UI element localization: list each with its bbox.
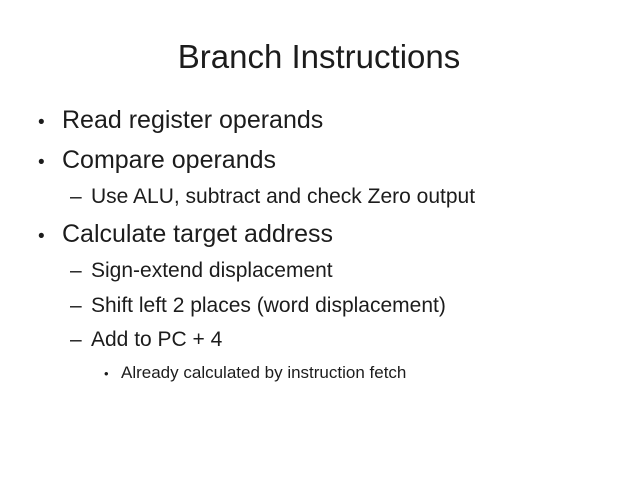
bullet-icon: • <box>38 151 45 173</box>
dash-icon: – <box>70 259 82 283</box>
sub-bullet-item: – Use ALU, subtract and check Zero outpu… <box>0 184 638 210</box>
dash-icon: – <box>70 293 82 317</box>
sub-bullet-text: Use ALU, subtract and check Zero output <box>91 184 476 208</box>
sub-bullet-text: Shift left 2 places (word displacement) <box>91 293 446 317</box>
dash-icon: – <box>70 328 82 352</box>
sub-sub-bullet-text: Already calculated by instruction fetch <box>121 362 407 382</box>
bullet-item: • Read register operands <box>0 104 638 136</box>
slide-title: Branch Instructions <box>177 38 461 75</box>
bullet-item: • Calculate target address <box>0 218 638 250</box>
sub-bullet-text: Sign-extend displacement <box>91 259 333 283</box>
bullet-item: • Compare operands <box>0 144 638 176</box>
dash-icon: – <box>70 184 82 208</box>
sub-bullet-text: Add to PC + 4 <box>91 328 223 352</box>
bullet-text: Calculate target address <box>62 220 333 249</box>
slide-body: • Read register operands • Compare opera… <box>0 104 638 383</box>
bullet-icon: • <box>38 111 45 133</box>
sub-sub-bullet-item: • Already calculated by instruction fetc… <box>0 362 638 383</box>
sub-bullet-item: – Shift left 2 places (word displacement… <box>0 293 638 319</box>
bullet-icon: • <box>38 226 45 248</box>
bullet-icon: • <box>104 365 109 381</box>
sub-bullet-item: – Sign-extend displacement <box>0 258 638 284</box>
bullet-text: Read register operands <box>62 105 324 134</box>
bullet-text: Compare operands <box>62 145 277 174</box>
sub-bullet-item: – Add to PC + 4 <box>0 327 638 353</box>
